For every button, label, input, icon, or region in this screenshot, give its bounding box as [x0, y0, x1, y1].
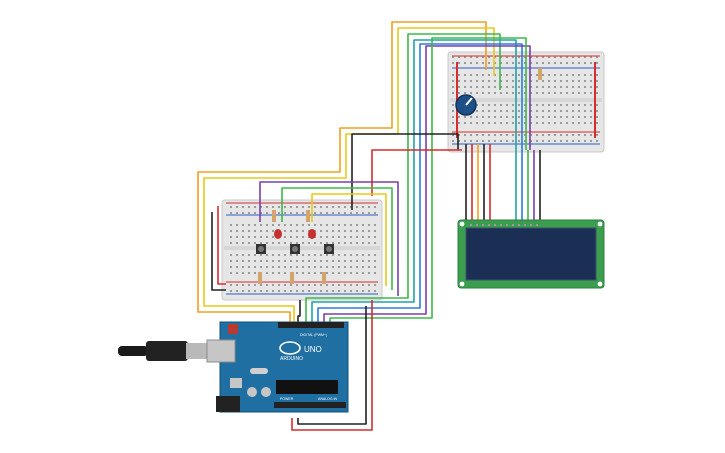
leds[interactable] — [274, 229, 316, 239]
power-jack — [216, 396, 240, 412]
wire-cyan[interactable] — [311, 39, 517, 323]
usb-port — [206, 339, 236, 363]
resistor[interactable] — [538, 68, 542, 80]
reset-button[interactable] — [228, 324, 238, 334]
wire-green[interactable] — [281, 187, 393, 290]
wire-black[interactable] — [297, 306, 367, 425]
usb-cable[interactable] — [118, 341, 208, 361]
power-label: POWER — [280, 397, 294, 401]
wire-orange[interactable] — [197, 21, 487, 323]
wire-blue[interactable] — [317, 43, 523, 323]
wires[interactable] — [197, 21, 541, 431]
led-red-2[interactable] — [308, 229, 316, 239]
push-buttons[interactable] — [256, 244, 334, 254]
arduino-uno[interactable]: ARDUINO UNO DIGITAL (PWM~) POWER ANALOG … — [206, 321, 349, 413]
wire-purple[interactable] — [323, 45, 531, 323]
atmega-chip — [276, 380, 338, 394]
arduino-logo-icon — [279, 341, 301, 355]
led-red-1[interactable] — [274, 229, 282, 239]
resistor[interactable] — [258, 272, 262, 284]
digital-label: DIGITAL (PWM~) — [300, 333, 327, 337]
wire-black[interactable] — [297, 300, 301, 323]
resistor[interactable] — [322, 272, 326, 284]
resistor[interactable] — [290, 272, 294, 284]
resistor[interactable] — [272, 210, 276, 222]
wire-black[interactable] — [351, 133, 459, 210]
wire-red[interactable] — [291, 300, 373, 431]
crystal — [250, 368, 268, 374]
analog-label: ANALOG IN — [318, 397, 338, 401]
capacitor — [261, 387, 271, 397]
breadboard-small[interactable] — [221, 199, 383, 301]
capacitor — [247, 387, 257, 397]
lcd-screen — [465, 227, 597, 281]
wire-red[interactable] — [371, 149, 462, 196]
wire-yellow[interactable] — [203, 27, 495, 323]
wire-yellow[interactable] — [311, 193, 387, 286]
brand-text: ARDUINO — [280, 356, 303, 362]
regulator — [230, 378, 242, 388]
wire-purple[interactable] — [259, 181, 399, 296]
lcd-display[interactable] — [457, 219, 605, 289]
potentiometer[interactable] — [455, 94, 477, 116]
wire-green[interactable] — [329, 37, 527, 323]
digital-header — [278, 322, 344, 328]
wire-red[interactable] — [217, 206, 226, 285]
analog-header — [274, 402, 346, 408]
resistor[interactable] — [306, 210, 310, 222]
resistors[interactable] — [258, 68, 542, 284]
wire-black[interactable] — [211, 212, 226, 291]
model-text: UNO — [304, 345, 322, 354]
